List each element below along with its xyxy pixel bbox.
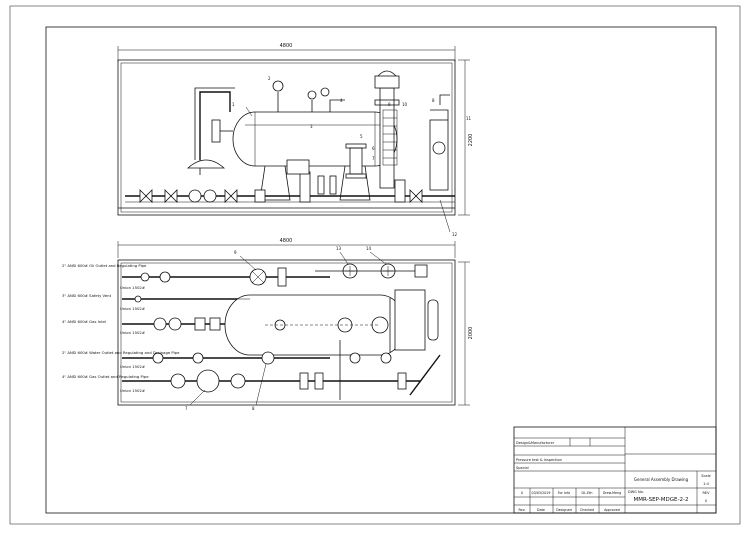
rev-row-cell: 03/03/2019 <box>531 491 550 495</box>
valve-icon <box>196 369 220 393</box>
rev-label: REV <box>702 491 710 495</box>
union-label: Union 1502# <box>120 330 145 335</box>
pressure-gauge-icon <box>272 80 284 92</box>
outer-border <box>9 5 741 525</box>
callout: 7 <box>372 156 375 161</box>
union-label: Union 1502# <box>120 285 145 290</box>
callout: 13 <box>336 246 342 251</box>
callout: 10 <box>402 102 408 107</box>
footer-cell: Checked <box>580 508 594 512</box>
dwg-no-label: DWG No. <box>628 490 644 494</box>
pipe-label-safety-vent: 3" ANSI 600# Safety Vent <box>62 293 112 298</box>
callout: 11 <box>466 116 472 121</box>
drawing-title: General Assembly Drawing <box>634 477 689 482</box>
footer-cell: Date <box>537 508 545 512</box>
callout: 9 <box>234 250 237 255</box>
pressure-gauge-icon <box>320 87 330 97</box>
callout: 1 <box>232 102 235 107</box>
callout: 8 <box>252 406 255 411</box>
callout: 14 <box>366 246 372 251</box>
callout: 6 <box>372 146 375 151</box>
callout: 8 <box>432 98 435 103</box>
pipe-label-oil-outlet: 2" ANSI 600# Oil Outlet and Regulating P… <box>62 263 147 268</box>
plan-view: 4800 2000 <box>62 238 474 411</box>
callout: 7 <box>185 406 188 411</box>
callout: 2 <box>268 76 271 81</box>
front-width-dim: 4800 <box>280 43 293 49</box>
pipe-label-gas-outlet: 4" ANSI 600# Gas Outlet and Regulating P… <box>62 374 149 379</box>
union-label: Union 1502# <box>120 364 145 369</box>
inner-border <box>45 26 717 514</box>
rev-row-cell: 0 <box>521 491 523 495</box>
front-height-dim: 2200 <box>468 134 474 147</box>
callout: 9 <box>388 102 391 107</box>
title-row-design: Design&Manufacturer <box>516 441 555 445</box>
callout: 3 <box>310 124 313 129</box>
scale-value: 1:4 <box>703 482 709 486</box>
title-block: Design&Manufacturer Pressure test & Insp… <box>513 426 717 514</box>
plan-width-dim: 4800 <box>280 238 293 244</box>
pipe-label-gas-inlet: 4" ANSI 600# Gas Inlet <box>62 319 107 324</box>
footer-cell: Rev. <box>519 508 526 512</box>
title-row-special: Special <box>516 466 529 470</box>
footer-cell: Designed <box>556 508 572 512</box>
union-label: Union 1502# <box>120 306 145 311</box>
drawing-number: MMR-SEP-MDGE-2-2 <box>634 497 689 503</box>
callout: 4 <box>340 98 343 103</box>
callout: 12 <box>452 232 458 237</box>
footer-cell: Approved <box>604 508 620 512</box>
rev-row-cell: DL.Eth <box>582 491 593 495</box>
title-row-pressure: Pressure test & Inspection <box>516 458 562 462</box>
pressure-gauge-icon <box>307 90 317 100</box>
plan-height-dim: 2000 <box>468 327 474 340</box>
rev-row-cell: For Info <box>558 491 570 495</box>
callout: 5 <box>360 134 363 139</box>
union-label: Union 1502# <box>120 388 145 393</box>
scale-label: Scale <box>701 474 710 478</box>
rev-row-cell: Drew.Meng <box>603 491 621 495</box>
controller-gauge-icon <box>432 141 446 155</box>
rev-value: 0 <box>705 499 707 503</box>
pipe-label-water-outlet: 2" ANSI 600# Water Outlet and Regulating… <box>62 350 180 355</box>
front-view: 4800 2200 <box>117 43 474 237</box>
